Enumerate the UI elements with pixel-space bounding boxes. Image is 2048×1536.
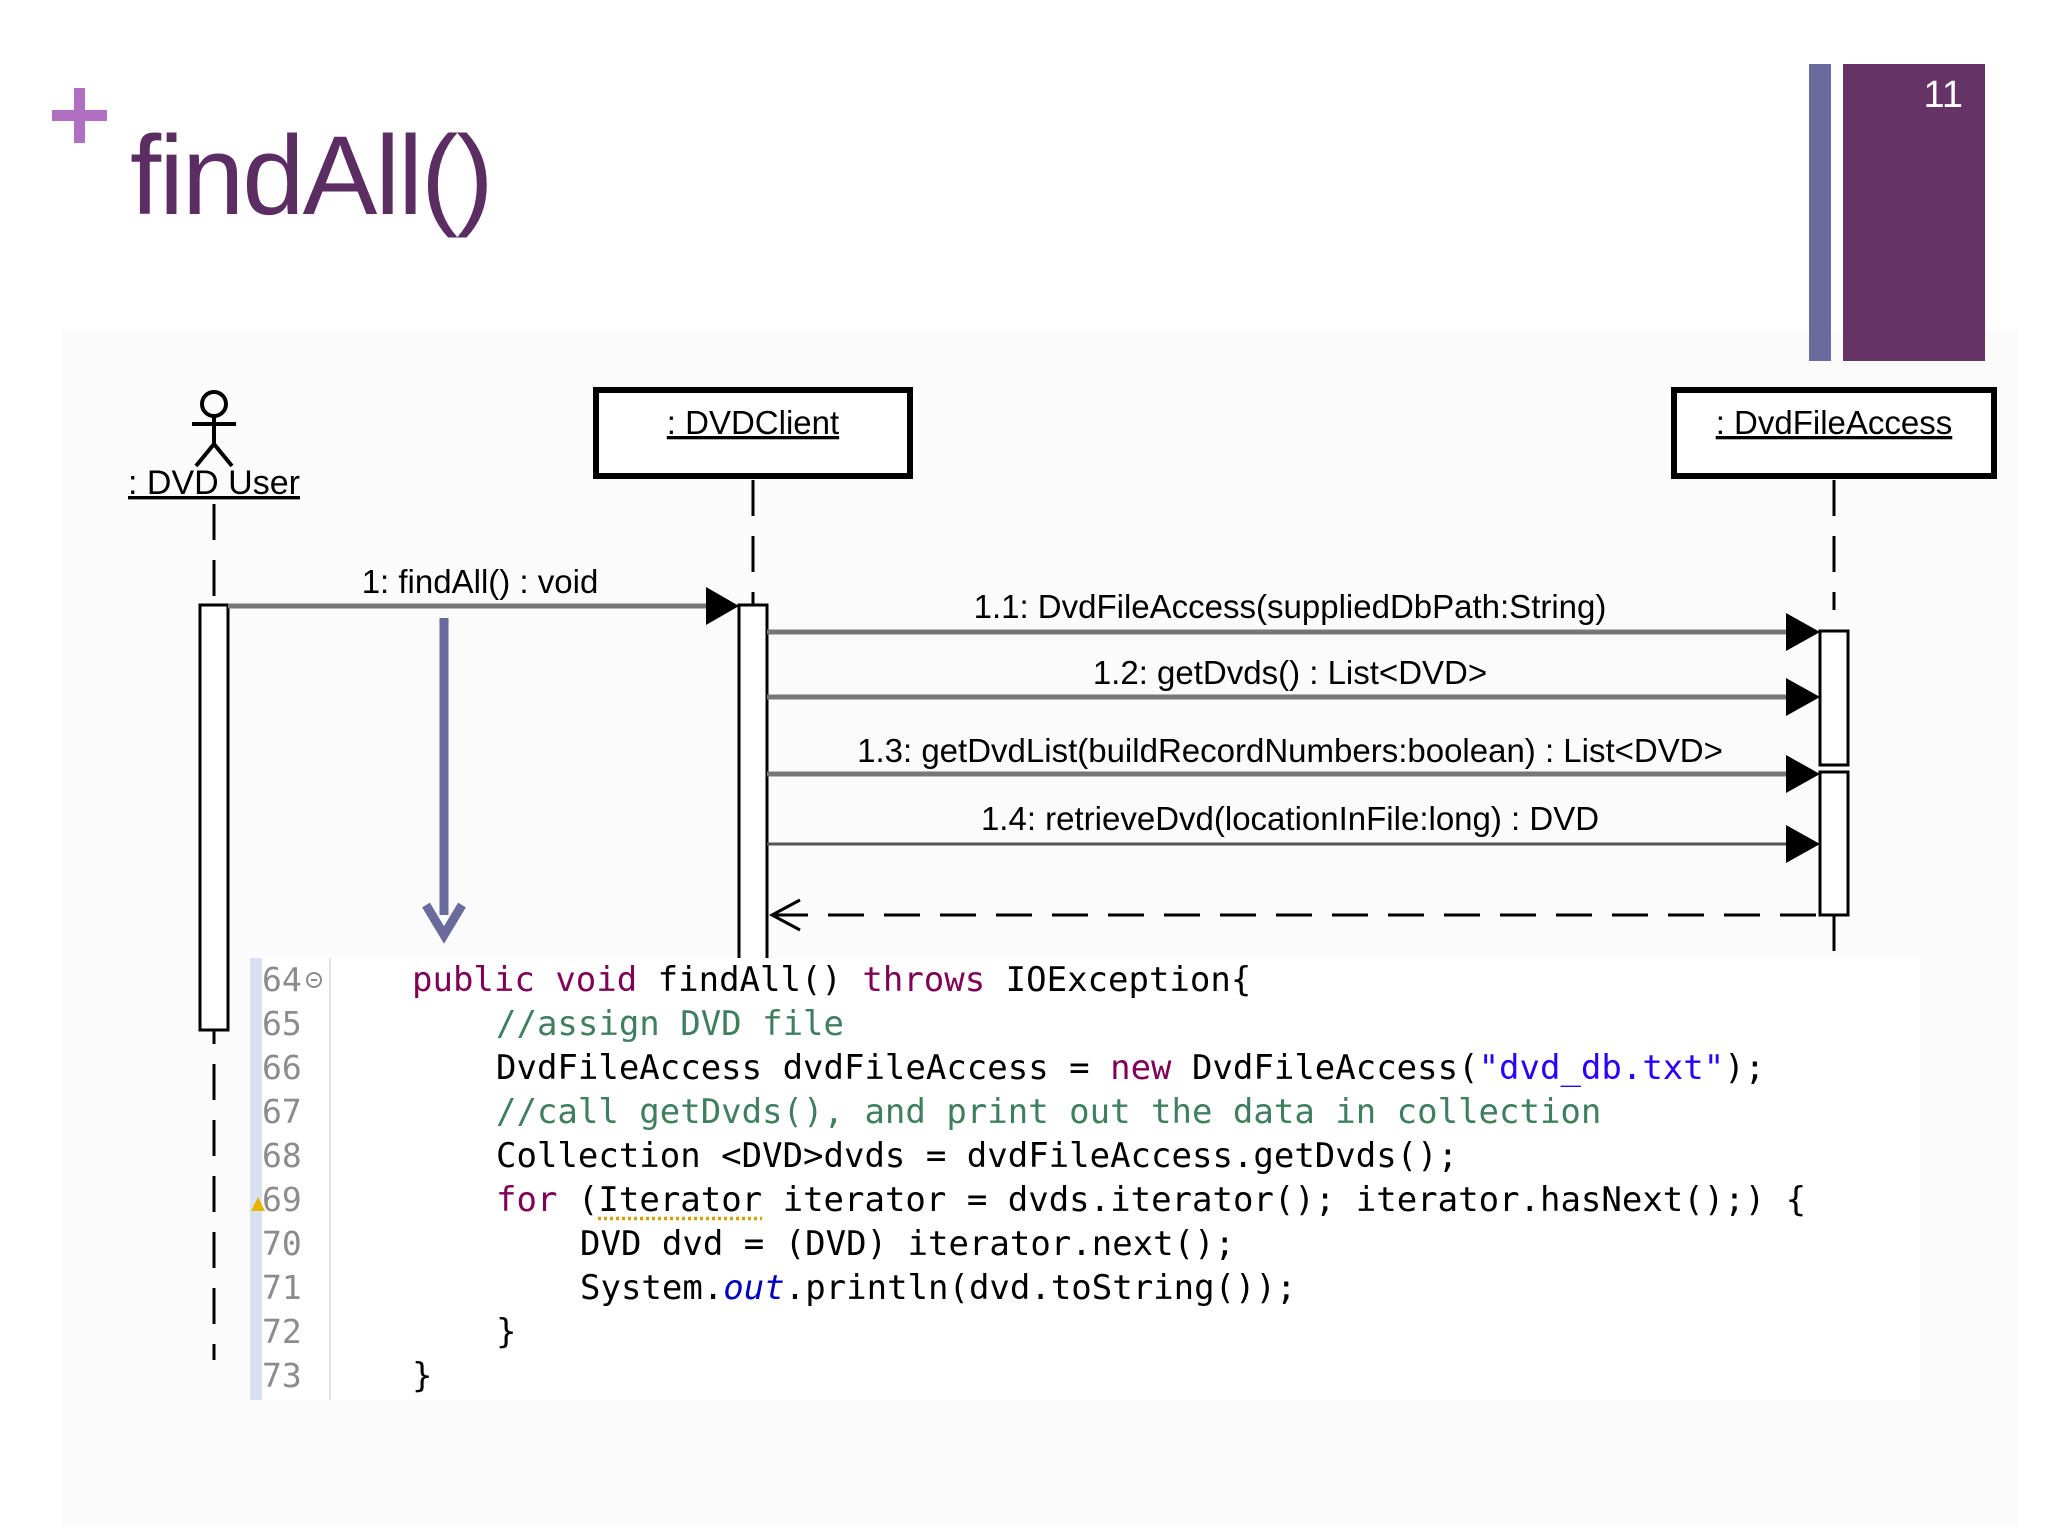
code-line-72: } xyxy=(496,1312,517,1352)
line-number: 72 xyxy=(262,1312,302,1351)
line-number: 71 xyxy=(262,1268,302,1307)
actor-icon xyxy=(192,390,236,468)
message-label-1-1: 1.1: DvdFileAccess(suppliedDbPath:String… xyxy=(974,588,1607,625)
arrowhead-icon xyxy=(706,587,739,625)
line-number: 67 xyxy=(262,1092,302,1131)
activation-dvdclient xyxy=(737,603,769,962)
plus-icon xyxy=(52,88,107,143)
accent-bar-thick xyxy=(1843,64,1985,361)
slide-title: findAll() xyxy=(130,113,494,238)
gutter-stripe xyxy=(250,958,262,1400)
arrowhead-icon xyxy=(1786,613,1820,651)
gutter-separator xyxy=(329,958,331,1400)
line-number: 66 xyxy=(262,1048,302,1087)
code-line-66: DvdFileAccess dvdFileAccess = new DvdFil… xyxy=(496,1048,1766,1088)
lifeline-label-dvdclient: : DVDClient xyxy=(667,404,839,441)
message-label-1-2: 1.2: getDvds() : List<DVD> xyxy=(1093,654,1487,691)
warning-icon xyxy=(251,1197,265,1211)
message-label-1: 1: findAll() : void xyxy=(362,563,599,600)
fold-collapse-icon[interactable] xyxy=(306,972,322,988)
down-arrow-icon xyxy=(422,902,466,944)
line-number: 69 xyxy=(262,1180,302,1219)
code-line-70: DVD dvd = (DVD) iterator.next(); xyxy=(580,1224,1236,1264)
code-line-73: } xyxy=(412,1356,433,1396)
activation-dvdfileaccess-2 xyxy=(1818,770,1850,917)
line-number: 65 xyxy=(262,1004,302,1043)
line-number-gutter xyxy=(250,958,331,1400)
arrowhead-icon xyxy=(1786,755,1820,793)
code-line-69: for (Iterator iterator = dvds.iterator()… xyxy=(496,1180,1807,1220)
slide-number: 11 xyxy=(1923,74,1963,116)
lifeline-label-dvdfileaccess: : DvdFileAccess xyxy=(1716,404,1953,441)
code-line-71: System.out.println(dvd.toString()); xyxy=(580,1268,1297,1308)
message-label-1-4: 1.4: retrieveDvd(locationInFile:long) : … xyxy=(981,800,1599,837)
code-line-65: //assign DVD file xyxy=(496,1004,844,1044)
arrowhead-icon xyxy=(1786,825,1820,863)
code-editor xyxy=(250,958,1920,1400)
activation-dvdfileaccess-1 xyxy=(1818,629,1850,767)
accent-bar-thin xyxy=(1809,64,1831,361)
actor-label: : DVD User xyxy=(128,464,300,502)
line-number: 70 xyxy=(262,1224,302,1263)
activation-dvduser xyxy=(198,603,230,1032)
open-arrowhead-icon xyxy=(768,898,801,932)
arrowhead-icon xyxy=(1786,678,1820,716)
message-label-1-3: 1.3: getDvdList(buildRecordNumbers:boole… xyxy=(857,732,1723,769)
line-number: 64 xyxy=(262,960,302,999)
lifeline-box-dvdclient xyxy=(593,387,913,479)
line-number: 68 xyxy=(262,1136,302,1175)
code-line-64: public void findAll() throws IOException… xyxy=(412,960,1252,1000)
line-number: 73 xyxy=(262,1356,302,1395)
code-line-68: Collection <DVD>dvds = dvdFileAccess.get… xyxy=(496,1136,1459,1176)
lifeline-box-dvdfileaccess xyxy=(1671,387,1997,479)
code-line-67: //call getDvds(), and print out the data… xyxy=(496,1092,1602,1132)
